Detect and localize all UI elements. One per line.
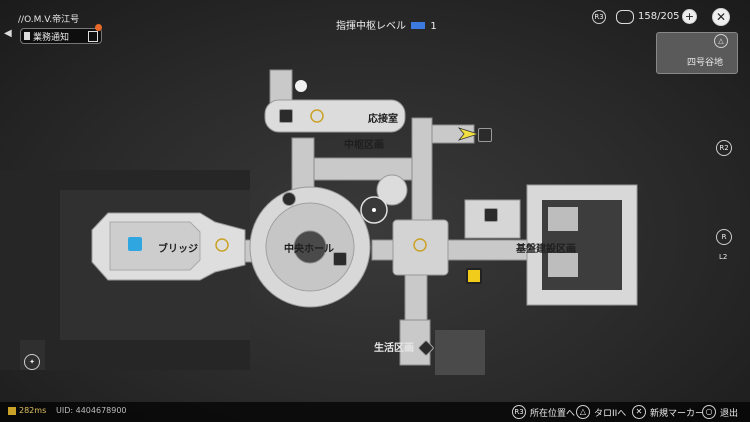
door-icon[interactable] [279,109,293,123]
zone-hub-area: 中枢区画 [344,140,384,151]
signal-icon [8,407,16,415]
l2-label: L2 [719,253,728,261]
hub-level-bar [411,22,426,29]
alert-badge [95,24,102,31]
action-circle-label[interactable]: 退出 [720,409,739,419]
waypoint-button[interactable]: ✦ [24,354,40,370]
r3-button[interactable]: R3 [592,10,606,24]
zone-reception: 応接室 [368,114,398,125]
action-r3-label[interactable]: 所在位置へ [530,409,576,419]
add-resource-button[interactable]: + [682,9,697,24]
facility-icon[interactable] [484,208,498,222]
hub-level: 指揮中枢レベル 1 [336,17,437,32]
teleport-icon[interactable] [128,237,142,251]
action-triangle-label[interactable]: タロIIへ [594,409,627,419]
uid-label: UID: 4404678900 [56,406,127,415]
quest-icon[interactable] [466,268,482,284]
r-button[interactable]: R [716,229,732,245]
exit-icon[interactable] [478,128,492,142]
minimap-triangle-button[interactable]: △ [714,34,728,48]
distance-readout: 282ms [19,406,47,415]
r2-button[interactable]: R2 [716,140,732,156]
minimap-location: 四号谷地 [687,58,724,68]
terminal-icon[interactable] [333,252,347,266]
quest-notice-button[interactable]: 業務通知 [20,24,102,44]
action-cross-label[interactable]: 新規マーカー [650,409,705,419]
zone-infrastructure: 基盤建設区画 [516,244,576,255]
notice-icon [88,31,98,42]
action-cross-button[interactable]: ✕ [632,405,646,419]
cloud-energy-icon [616,10,634,24]
shield-icon[interactable] [282,192,296,206]
close-map-button[interactable]: ✕ [712,8,730,26]
lift-icon[interactable] [295,80,307,92]
hub-level-label: 指揮中枢レベル [336,21,406,32]
ship-name: //O.M.V.帝江号 [18,15,80,25]
hub-level-value: 1 [430,21,437,32]
resource-counter: 158/205 [638,11,680,22]
bottom-bar: 282ms UID: 4404678900 R3 所在位置へ △ タロIIへ ✕… [0,402,750,422]
document-icon [24,32,30,40]
zone-bridge: ブリッジ [158,244,198,255]
action-r3-button[interactable]: R3 [512,405,526,419]
quest-notice-label: 業務通知 [33,33,70,43]
zone-living-area: 生活区画 [374,343,414,354]
zone-central-hall: 中央ホール [284,244,334,255]
back-button[interactable]: ◀ [4,28,12,39]
action-circle-button[interactable]: ○ [702,405,716,419]
action-triangle-button[interactable]: △ [576,405,590,419]
